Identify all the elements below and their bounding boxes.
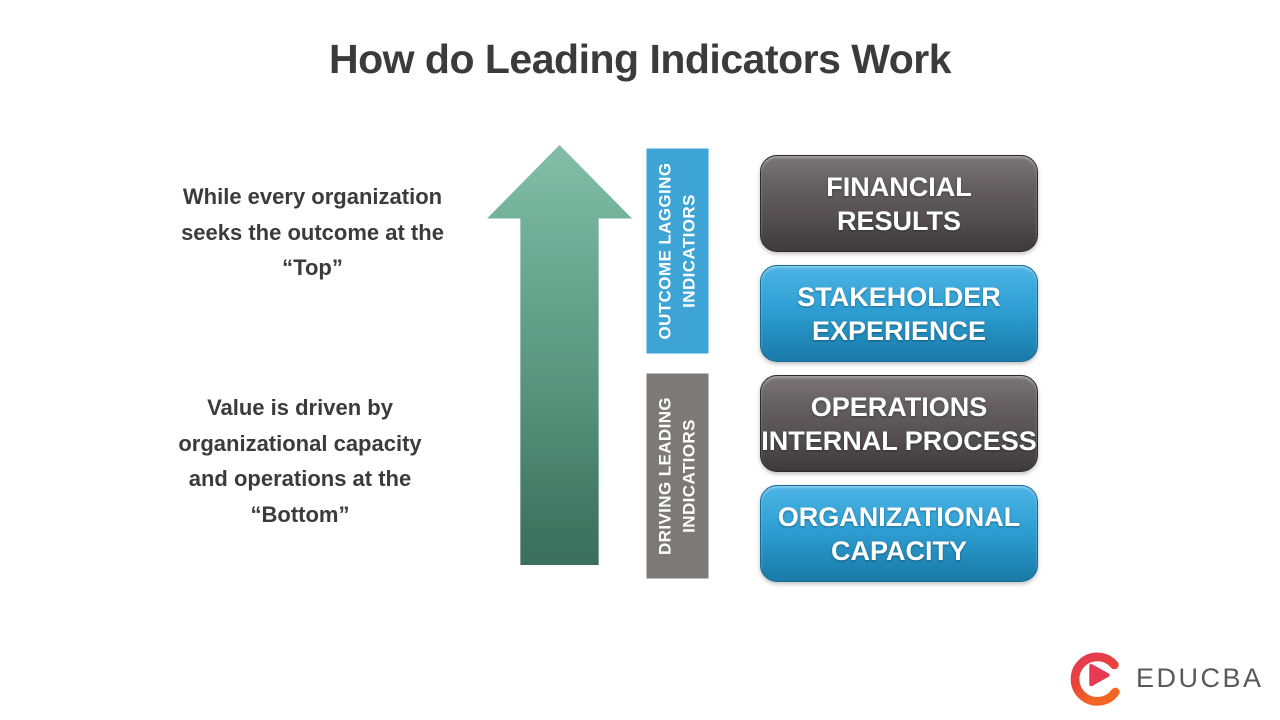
box-organizational-capacity: ORGANIZATIONAL CAPACITY bbox=[760, 485, 1038, 582]
page-title: How do Leading Indicators Work bbox=[328, 36, 952, 82]
label-driving-leading-indicators: DRIVING LEADING INDICATIORS bbox=[646, 373, 708, 578]
note-value-bottom: Value is driven by organizational capaci… bbox=[178, 395, 422, 527]
upward-arrow bbox=[487, 145, 632, 565]
box-stakeholder-experience: STAKEHOLDER EXPERIENCE bbox=[760, 265, 1038, 362]
educba-logo-icon bbox=[1070, 652, 1120, 706]
brand-logo: EDUCBA bbox=[1068, 645, 1268, 711]
note-outcome-top: While every organization seeks the outco… bbox=[181, 184, 444, 280]
indicator-boxes: FINANCIAL RESULTS STAKEHOLDER EXPERIENCE… bbox=[760, 155, 1038, 582]
label-outcome-lagging-indicators: OUTCOME LAGGING INDICATIORS bbox=[646, 148, 708, 353]
box-operations-internal-process: OPERATIONS INTERNAL PROCESS bbox=[760, 375, 1038, 472]
brand-name: EDUCBA bbox=[1136, 662, 1264, 693]
box-financial-results: FINANCIAL RESULTS bbox=[760, 155, 1038, 252]
